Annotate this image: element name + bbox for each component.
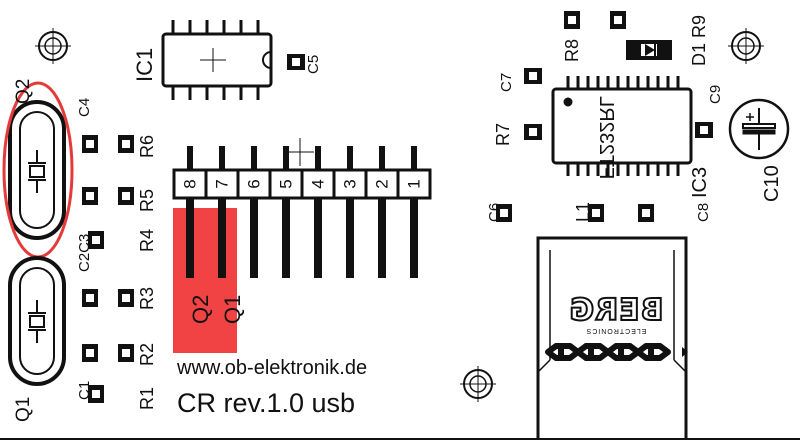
header-pin-label-4: 4 bbox=[308, 179, 327, 188]
label-highlight-q2: Q2 bbox=[188, 294, 213, 324]
board-url: www.ob-elektronik.de bbox=[177, 357, 368, 379]
berg-sub: ELECTRONICS bbox=[585, 327, 647, 334]
header-pin-box-5 bbox=[268, 168, 304, 200]
pad-r9 bbox=[610, 11, 626, 29]
mounting-hole-top-right bbox=[728, 28, 764, 64]
header-pin-top-2 bbox=[379, 146, 385, 170]
header-pin-leg-1 bbox=[410, 198, 418, 278]
label-q2: Q2 bbox=[13, 78, 34, 104]
header-pin-leg-2 bbox=[378, 198, 386, 278]
label-l1: L1 bbox=[573, 201, 593, 222]
label-r5: R5 bbox=[137, 188, 157, 212]
pad-c4b bbox=[82, 187, 98, 205]
pad-l1 bbox=[588, 204, 604, 222]
label-c8: C8 bbox=[695, 202, 712, 222]
mounting-hole-bottom-right bbox=[460, 366, 496, 402]
header-pin-leg-3 bbox=[346, 198, 354, 278]
header-pin-box-6 bbox=[236, 168, 272, 200]
mounting-hole-top-left bbox=[35, 28, 71, 64]
crystal-q2 bbox=[8, 100, 66, 240]
crystal-q1 bbox=[8, 256, 66, 386]
header-pin-label-3: 3 bbox=[340, 179, 359, 188]
label-r3: R3 bbox=[137, 286, 157, 310]
header-pin-top-1 bbox=[411, 146, 417, 170]
label-c7: C7 bbox=[498, 72, 515, 92]
label-r1: R1 bbox=[137, 386, 157, 410]
header-pin-label-7: 7 bbox=[212, 179, 231, 188]
board-revision: CR rev.1.0 usb bbox=[177, 388, 356, 418]
label-q1: Q1 bbox=[13, 396, 34, 422]
ic1-chip bbox=[161, 20, 273, 100]
label-r2: R2 bbox=[137, 342, 157, 366]
label-ft232rl: FT232RL bbox=[595, 96, 617, 180]
pad-c3b bbox=[82, 289, 98, 307]
header-pin-leg-6 bbox=[250, 198, 258, 278]
label-c4: C4 bbox=[76, 97, 93, 117]
header-pin-leg-7 bbox=[218, 198, 226, 278]
header-pin-top-4 bbox=[315, 146, 321, 170]
berg-brand: BERG bbox=[567, 292, 664, 329]
pad-r2 bbox=[118, 344, 134, 362]
label-d1r9: D1 R9 bbox=[689, 14, 709, 66]
pad-c2b bbox=[82, 344, 98, 362]
label-c5: C5 bbox=[305, 54, 322, 74]
label-r4: R4 bbox=[137, 228, 157, 252]
pad-r7 bbox=[524, 124, 542, 140]
label-r6: R6 bbox=[137, 134, 157, 158]
label-r8: R8 bbox=[562, 38, 582, 62]
header-pin-label-2: 2 bbox=[372, 179, 391, 188]
pin-header: 8 7 6 5 4 3 2 1 bbox=[172, 138, 432, 278]
pad-r6 bbox=[118, 135, 134, 153]
label-ic1: IC1 bbox=[132, 47, 157, 82]
header-pin-top-6 bbox=[251, 146, 257, 170]
c10-capacitor bbox=[728, 98, 790, 160]
pad-c4 bbox=[82, 135, 98, 153]
berg-logo: BERG ELECTRONICS bbox=[562, 292, 670, 334]
header-pin-box-2 bbox=[364, 168, 400, 200]
header-pin-leg-8 bbox=[186, 198, 194, 278]
header-pin-top-7 bbox=[219, 146, 225, 170]
label-c1: C1 bbox=[76, 380, 93, 400]
pad-c1 bbox=[88, 385, 104, 403]
label-c2c3: C2C3 bbox=[76, 233, 93, 272]
label-c9: C9 bbox=[707, 84, 724, 104]
pad-c7 bbox=[524, 68, 542, 84]
header-pin-top-8 bbox=[187, 146, 193, 170]
label-r7: R7 bbox=[493, 122, 513, 146]
label-c10: C10 bbox=[761, 165, 783, 202]
header-pin-label-6: 6 bbox=[244, 179, 263, 188]
label-highlight-q1: Q1 bbox=[220, 294, 245, 324]
pad-c8 bbox=[638, 204, 654, 222]
header-pin-top-5 bbox=[283, 146, 289, 170]
label-ic3: IC3 bbox=[689, 166, 711, 198]
header-pin-top-3 bbox=[347, 146, 353, 170]
header-pin-box-7 bbox=[204, 168, 240, 200]
header-pin-label-8: 8 bbox=[180, 179, 199, 188]
pad-c6 bbox=[496, 204, 512, 222]
header-pin-leg-4 bbox=[314, 198, 322, 278]
header-pin-box-1 bbox=[396, 168, 432, 200]
highlight-q-pins bbox=[173, 208, 237, 353]
berg-connector bbox=[536, 236, 688, 438]
header-pin-label-1: 1 bbox=[404, 179, 423, 188]
header-pin-label-5: 5 bbox=[276, 179, 295, 188]
ic3-chip bbox=[551, 76, 693, 176]
d1-diode bbox=[626, 40, 672, 60]
smd-pads bbox=[82, 11, 713, 403]
pad-c5 bbox=[287, 54, 305, 70]
pad-c9 bbox=[695, 122, 713, 138]
pad-r8 bbox=[564, 11, 580, 29]
header-pin-leg-5 bbox=[282, 198, 290, 278]
label-c6: C6 bbox=[486, 202, 503, 222]
pad-c2c3 bbox=[88, 231, 104, 249]
ft232rl-text: FT232RL bbox=[595, 96, 617, 180]
pad-r5 bbox=[118, 187, 134, 205]
pad-r3 bbox=[118, 289, 134, 307]
